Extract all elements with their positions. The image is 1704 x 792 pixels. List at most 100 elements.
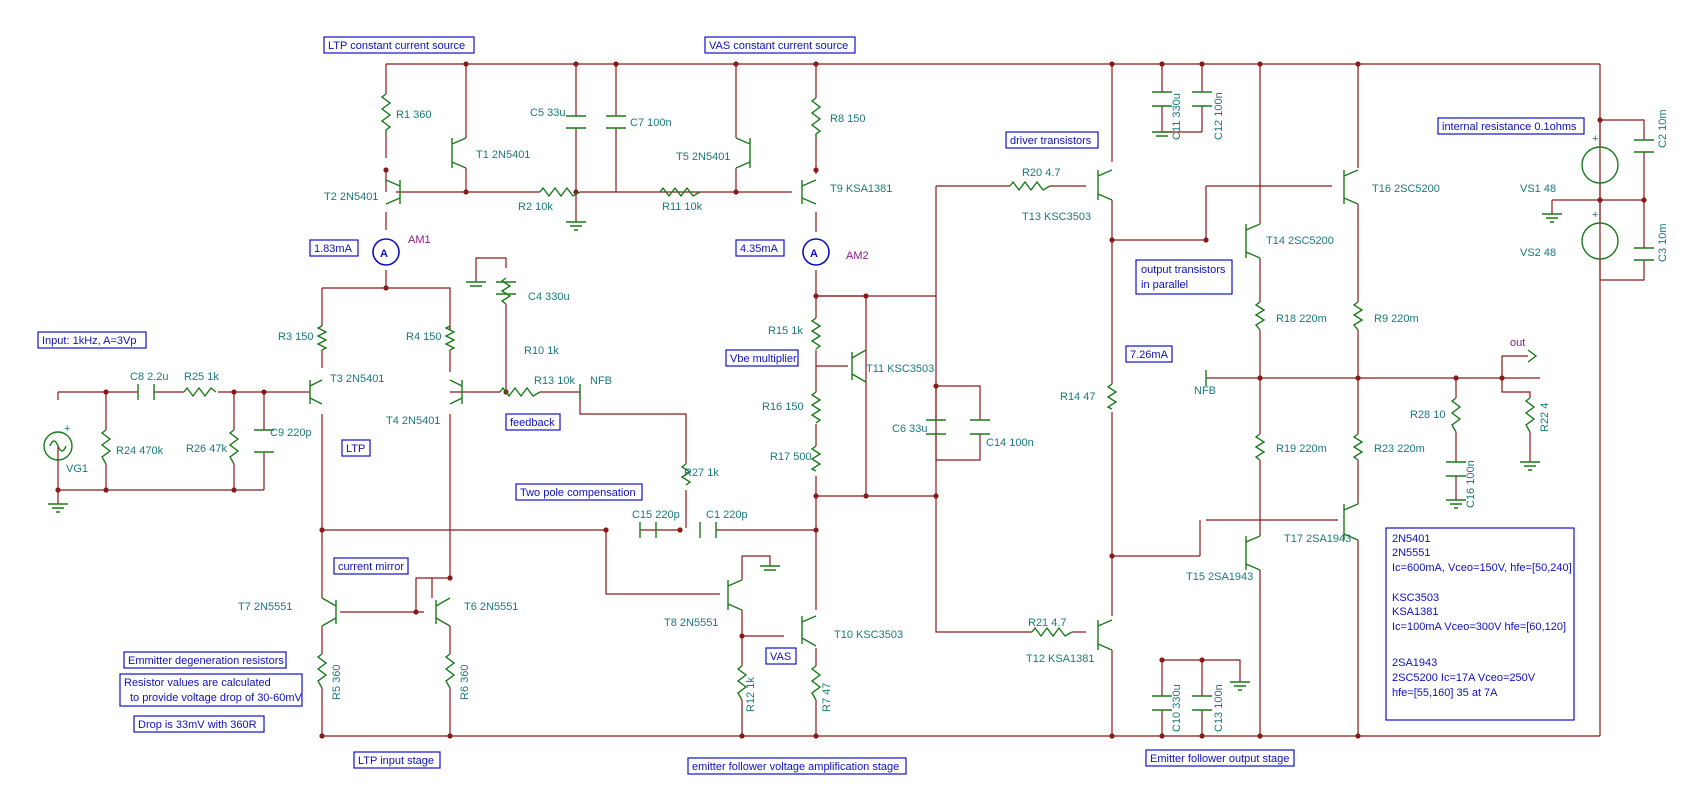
- out-label: out: [1510, 337, 1525, 349]
- label-t8: T8 2N5551: [664, 617, 718, 629]
- drop-note: Drop is 33mV with 360R: [138, 719, 257, 731]
- info-line: Ic=100mA Vceo=300V hfe=[60,120]: [1392, 621, 1566, 633]
- label-c11: C11 330u: [1171, 93, 1183, 140]
- label-r8: R8 150: [830, 113, 865, 125]
- label-r15: R15 1k: [768, 325, 803, 337]
- label-r14: R14 47: [1060, 391, 1095, 403]
- label-r17: R17 500: [770, 451, 812, 463]
- label-r25: R25 1k: [184, 371, 219, 383]
- am2-label: AM2: [846, 250, 869, 262]
- label-c9: C9 220p: [270, 427, 312, 439]
- label-t3: T3 2N5401: [330, 373, 384, 385]
- label-r2: R2 10k: [518, 201, 553, 213]
- info-line: KSA1381: [1392, 606, 1438, 618]
- svg-text:+: +: [64, 423, 70, 435]
- label-r3: R3 150: [278, 331, 313, 343]
- label-r19: R19 220m: [1276, 443, 1327, 455]
- sources: + + +: [43, 133, 1619, 461]
- svg-text:+: +: [1592, 133, 1598, 145]
- label-r7: R7 47: [821, 683, 833, 712]
- label-r1: R1 360: [396, 109, 431, 121]
- nfb-right-label: NFB: [1194, 385, 1216, 397]
- label-c12: C12 100n: [1213, 92, 1225, 140]
- vs1-source: [1581, 146, 1619, 184]
- label-c14: C14 100n: [986, 437, 1034, 449]
- net-markers: [579, 349, 1538, 400]
- label-t17: T17 2SA1943: [1284, 533, 1351, 545]
- vg1-source: [43, 431, 73, 461]
- label-c4: C4 330u: [528, 291, 570, 303]
- label-r26: R26 47k: [186, 443, 227, 455]
- label-t10: T10 KSC3503: [834, 629, 903, 641]
- ltp-input-stage-note: LTP input stage: [358, 755, 434, 767]
- label-t9: T9 KSA1381: [830, 183, 892, 195]
- label-c7: C7 100n: [630, 117, 672, 129]
- label-r6: R6 360: [459, 665, 471, 700]
- label-t5: T5 2N5401: [676, 151, 730, 163]
- label-t14: T14 2SC5200: [1266, 235, 1334, 247]
- transistor-info: 2N5401 2N5551 Ic=600mA, Vceo=150V, hfe=[…: [1392, 533, 1572, 699]
- label-vg1: VG1: [66, 463, 88, 475]
- junctions: [55, 61, 1647, 739]
- capacitors: [137, 91, 1654, 711]
- label-r24: R24 470k: [116, 445, 164, 457]
- am1-label: AM1: [408, 234, 431, 246]
- ammeters: A A: [372, 238, 830, 266]
- ground-symbols: [48, 131, 1562, 691]
- vs2-source: [1581, 222, 1619, 260]
- am2-meter: [802, 238, 830, 266]
- label-c16: C16 100n: [1465, 460, 1477, 508]
- label-t12: T12 KSA1381: [1026, 653, 1095, 665]
- label-c15: C15 220p: [632, 509, 680, 521]
- ef-output-note: Emitter follower output stage: [1150, 753, 1289, 765]
- label-t2: T2 2N5401: [324, 191, 378, 203]
- vas-note: VAS: [770, 651, 791, 663]
- label-c3: C3 10m: [1657, 223, 1669, 262]
- two-pole-note: Two pole compensation: [520, 487, 636, 499]
- meter-labels: AM1 AM2 NFB NFB out: [408, 234, 1525, 397]
- info-line: hfe=[55,160] 35 at 7A: [1392, 687, 1498, 699]
- label-r28: R28 10: [1410, 409, 1445, 421]
- label-t16: T16 2SC5200: [1372, 183, 1440, 195]
- ltp-ccs-note: LTP constant current source: [328, 40, 465, 52]
- label-c1: C1 220p: [706, 509, 748, 521]
- label-r9: R9 220m: [1374, 313, 1419, 325]
- annotation-boxes: LTP constant current source VAS constant…: [37, 36, 1585, 775]
- label-c13: C13 100n: [1213, 684, 1225, 732]
- label-r10: R10 1k: [524, 345, 559, 357]
- am1-reading: 1.83mA: [314, 243, 353, 255]
- svg-text:+: +: [1592, 209, 1598, 221]
- label-c5: C5 33u: [530, 107, 565, 119]
- label-t1: T1 2N5401: [476, 149, 530, 161]
- label-c2: C2 10m: [1657, 109, 1669, 148]
- svg-text:A: A: [380, 248, 388, 260]
- label-r27: R27 1k: [684, 467, 719, 479]
- ef-vas-note: emitter follower voltage amplification s…: [692, 761, 899, 773]
- transistors: [309, 137, 1359, 651]
- info-line: KSC3503: [1392, 592, 1439, 604]
- current-mirror-note: current mirror: [338, 561, 404, 573]
- info-line: 2N5401: [1392, 533, 1431, 545]
- input-note: Input: 1kHz, A=3Vp: [42, 335, 136, 347]
- ltp-note: LTP: [346, 443, 365, 455]
- label-r5: R5 360: [331, 665, 343, 700]
- info-line: 2N5551: [1392, 547, 1431, 559]
- emit-degen-note: Emmitter degeneration resistors: [128, 655, 284, 667]
- component-labels: R1 360 T1 2N5401 T2 2N5401 R2 10k C5 33u…: [66, 92, 1669, 732]
- label-t13: T13 KSC3503: [1022, 211, 1091, 223]
- label-r18: R18 220m: [1276, 313, 1327, 325]
- label-t15: T15 2SA1943: [1186, 571, 1253, 583]
- info-line: 2SC5200 Ic=17A Vceo=250V: [1392, 672, 1536, 684]
- svg-text:A: A: [810, 248, 818, 260]
- am2-reading: 4.35mA: [740, 243, 779, 255]
- output-par-note-2: in parallel: [1141, 279, 1188, 291]
- r14-reading: 7.26mA: [1130, 349, 1169, 361]
- output-par-note-1: output transistors: [1141, 264, 1226, 276]
- am1-meter: [372, 238, 400, 266]
- feedback-note: feedback: [510, 417, 555, 429]
- label-r22: R22 4: [1539, 403, 1551, 432]
- label-c6: C6 33u: [892, 423, 927, 435]
- label-t4: T4 2N5401: [386, 415, 440, 427]
- label-c8: C8 2.2u: [130, 371, 169, 383]
